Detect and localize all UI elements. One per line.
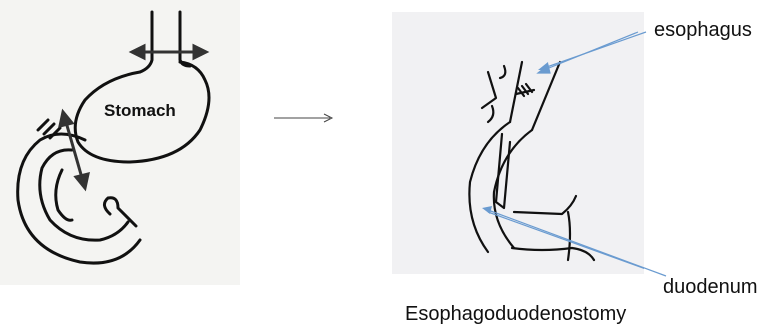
- esophagus-label: esophagus: [654, 19, 752, 42]
- transition-arrow: [272, 112, 336, 124]
- duodenum-label: duodenum: [663, 276, 758, 299]
- procedure-caption: Esophagoduodenostomy: [405, 303, 626, 326]
- esophagus-pointer: [536, 30, 648, 74]
- duodenum-pointer: [480, 200, 670, 280]
- stomach-label: Stomach: [104, 101, 176, 121]
- stomach-sketch: [0, 0, 240, 285]
